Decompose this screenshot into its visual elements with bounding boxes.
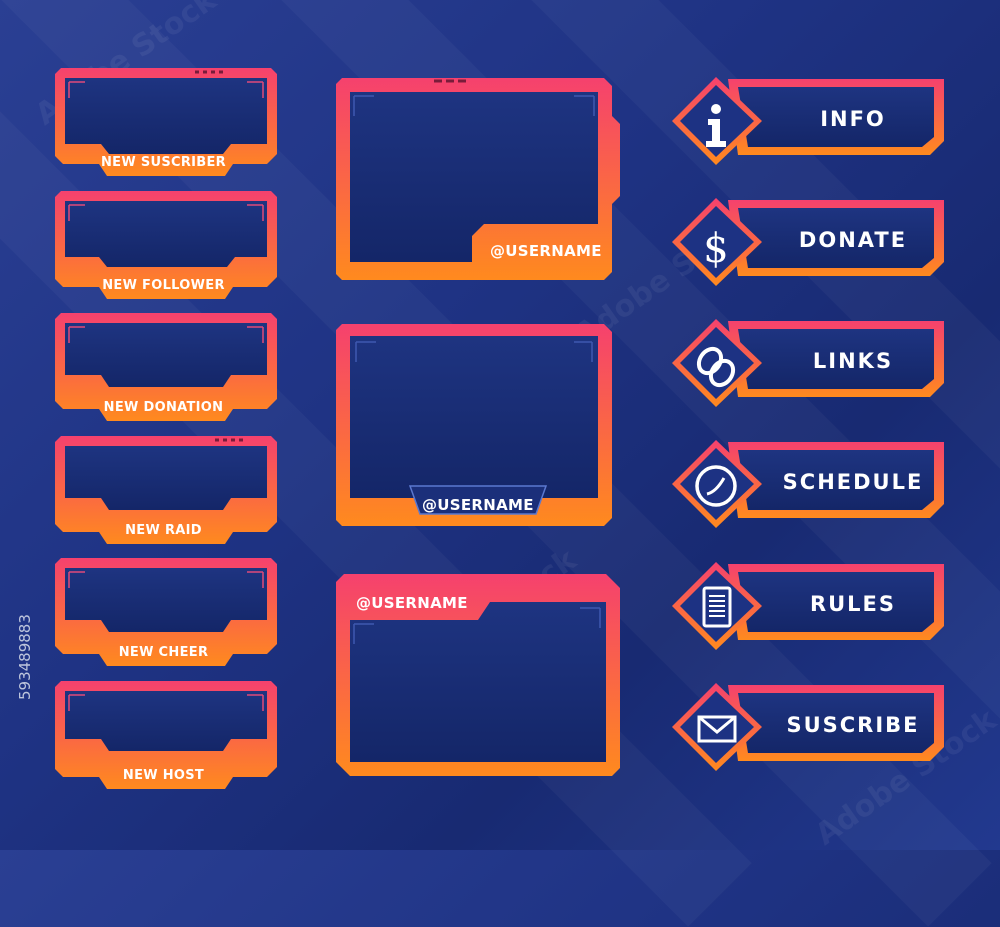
svg-text:$: $ — [703, 226, 728, 272]
webcam-frame-2: @USERNAME — [334, 322, 622, 527]
username-label: @USERNAME — [490, 242, 602, 260]
panel-donate[interactable]: $ DONATE — [668, 196, 948, 288]
link-icon — [690, 339, 746, 395]
alert-label: NEW SUSCRIBER — [101, 155, 226, 170]
webcam-frame-3: @USERNAME — [334, 572, 622, 777]
alert-label: NEW RAID — [125, 523, 202, 538]
stock-id-watermark: 593489883 — [16, 614, 34, 700]
username-label: @USERNAME — [422, 496, 534, 514]
mail-icon — [690, 703, 746, 759]
panel-label: SUSCRIBE — [786, 713, 920, 737]
alert-label: NEW CHEER — [118, 645, 209, 660]
alert-frame-new-donation: NEW DONATION — [55, 313, 277, 425]
panel-links[interactable]: LINKS — [668, 317, 948, 409]
dollar-icon: $ — [690, 218, 746, 274]
panel-rules[interactable]: RULES — [668, 560, 948, 652]
alert-frame-new-host: NEW HOST — [55, 681, 277, 793]
panel-label: RULES — [809, 592, 897, 616]
webcam-frame-1: @USERNAME — [334, 76, 622, 281]
alert-frame-new-cheer: NEW CHEER — [55, 558, 277, 670]
document-icon — [690, 582, 746, 638]
alert-frame-new-subscriber: NEW SUSCRIBER — [55, 68, 277, 180]
panel-suscribe[interactable]: SUSCRIBE — [668, 681, 948, 773]
panel-label: SCHEDULE — [782, 470, 924, 494]
info-icon — [690, 97, 746, 153]
alert-label: NEW HOST — [122, 768, 205, 783]
alert-label: NEW DONATION — [103, 400, 224, 415]
alert-frame-new-follower: NEW FOLLOWER — [55, 191, 277, 303]
username-label: @USERNAME — [356, 594, 468, 612]
panel-label: LINKS — [812, 349, 894, 373]
panel-label: DONATE — [798, 228, 908, 252]
alert-frame-new-raid: NEW RAID — [55, 436, 277, 548]
alert-label: NEW FOLLOWER — [102, 278, 225, 293]
panel-label: INFO — [820, 107, 886, 131]
clock-icon — [690, 460, 746, 516]
panel-info[interactable]: INFO — [668, 75, 948, 167]
panel-schedule[interactable]: SCHEDULE — [668, 438, 948, 530]
